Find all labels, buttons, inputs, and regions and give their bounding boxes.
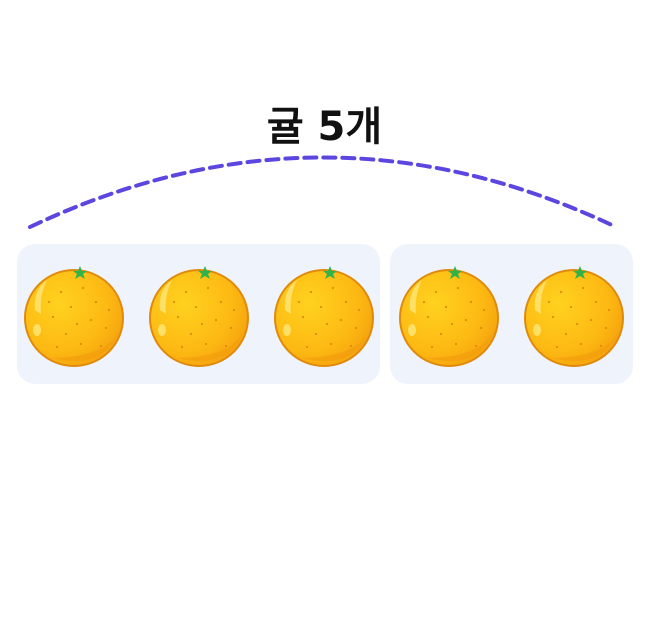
orange-icon [149,265,249,367]
orange-icon [524,265,624,367]
orange-icon [274,265,374,367]
orange-icon [24,265,124,367]
diagram-title: 귤 5개 [266,104,383,150]
orange-icon [399,265,499,367]
